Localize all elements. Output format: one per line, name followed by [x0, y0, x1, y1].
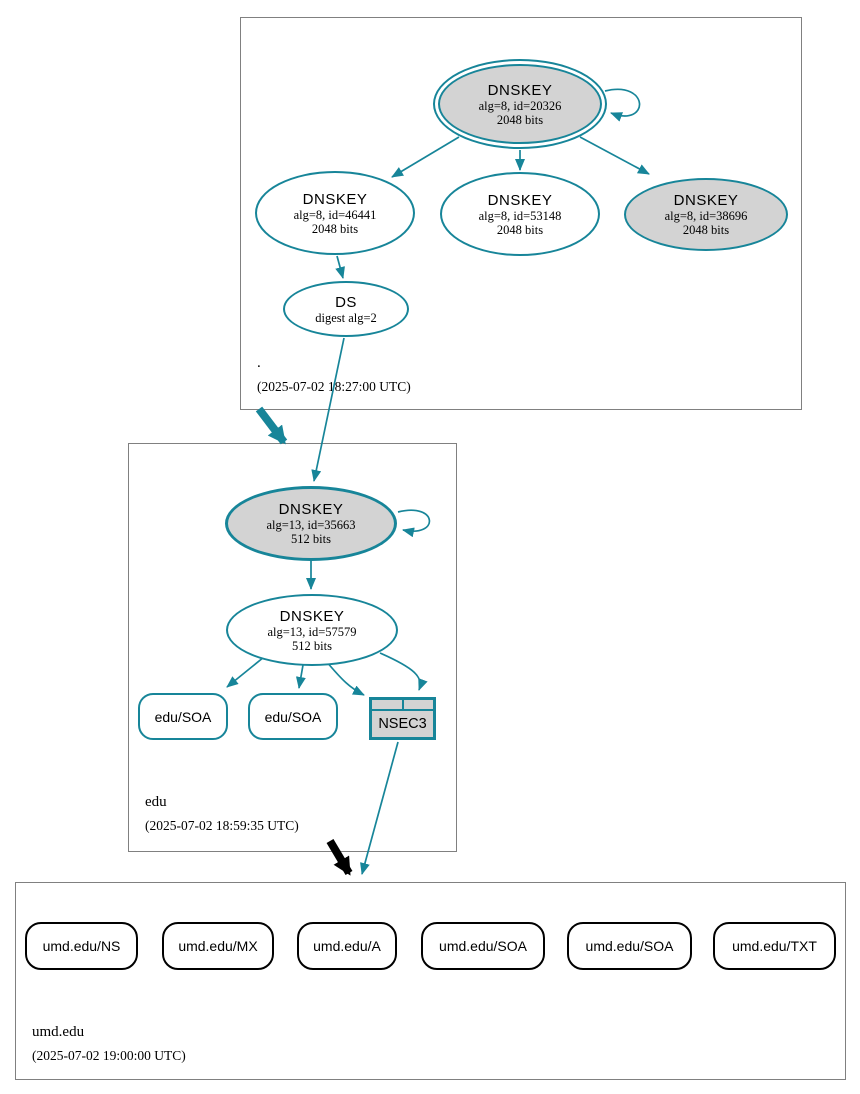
- ds-detail: digest alg=2: [315, 310, 377, 325]
- rrset-label: umd.edu/A: [313, 938, 381, 954]
- zone-meta-edu: edu (2025-07-02 18:59:35 UTC): [145, 794, 299, 834]
- nsec3-rrsig-cell-left: [372, 700, 402, 709]
- node-root-zsk-53148[interactable]: DNSKEY alg=8, id=53148 2048 bits: [440, 172, 600, 256]
- zone-name-umd: umd.edu: [32, 1024, 85, 1040]
- node-umd-mx[interactable]: umd.edu/MX: [162, 922, 274, 970]
- rrset-label: umd.edu/SOA: [439, 938, 527, 954]
- node-edu-nsec3[interactable]: NSEC3: [369, 697, 436, 740]
- dnskey-detail: alg=8, id=53148: [478, 208, 562, 223]
- node-root-zsk-38696[interactable]: DNSKEY alg=8, id=38696 2048 bits: [624, 178, 788, 251]
- edge-edu-zsk-to-soa2: [295, 664, 306, 689]
- dnskey-detail: alg=13, id=35663: [266, 518, 356, 532]
- node-edu-soa-2[interactable]: edu/SOA: [248, 693, 338, 740]
- node-root-ksk-body: DNSKEY alg=8, id=20326 2048 bits: [438, 64, 602, 144]
- node-umd-soa-1[interactable]: umd.edu/SOA: [421, 922, 545, 970]
- zone-timestamp-umd: (2025-07-02 19:00:00 UTC): [32, 1048, 186, 1063]
- edge-root-ksk-to-zsk38696: [579, 136, 650, 175]
- dnskey-detail: 2048 bits: [496, 112, 544, 127]
- nsec3-rrsig-cells: [372, 700, 433, 711]
- dnskey-detail: alg=8, id=38696: [664, 209, 748, 223]
- edge-edu-zsk-to-nsec3-right: [379, 652, 428, 691]
- dnskey-title: DNSKEY: [279, 607, 345, 625]
- rrset-label: umd.edu/SOA: [585, 938, 674, 954]
- dnskey-detail: alg=8, id=46441: [293, 207, 377, 222]
- node-root-zsk-46441[interactable]: DNSKEY alg=8, id=46441 2048 bits: [255, 171, 415, 255]
- rrset-label: umd.edu/MX: [178, 938, 258, 954]
- node-edu-soa-1[interactable]: edu/SOA: [138, 693, 228, 740]
- rrset-label: umd.edu/NS: [42, 938, 121, 954]
- edge-edu-ksk-selfloop: [397, 509, 431, 538]
- rrset-label: edu/SOA: [264, 708, 322, 725]
- edge-zsk46441-to-ds: [335, 255, 345, 279]
- zone-box-root: [240, 17, 802, 410]
- node-edu-ksk-35663[interactable]: DNSKEY alg=13, id=35663 512 bits: [225, 486, 397, 561]
- dnskey-detail: 512 bits: [291, 532, 331, 546]
- edge-ds-to-edu-ksk: [311, 337, 345, 482]
- edge-edu-zsk-to-soa1: [226, 656, 265, 688]
- edge-root-delegation-to-edu: [255, 406, 288, 445]
- node-umd-ns[interactable]: umd.edu/NS: [25, 922, 138, 970]
- dnskey-detail: alg=13, id=57579: [267, 624, 357, 639]
- zone-box-umd-edu: [15, 882, 846, 1080]
- dnskey-detail: 2048 bits: [311, 221, 359, 236]
- dnskey-title: DNSKEY: [673, 192, 739, 209]
- dnskey-detail: 512 bits: [292, 638, 332, 653]
- rrset-label: umd.edu/TXT: [732, 938, 817, 954]
- dnskey-title: DNSKEY: [302, 190, 368, 208]
- dnskey-detail: 2048 bits: [682, 223, 730, 237]
- node-umd-soa-2[interactable]: umd.edu/SOA: [567, 922, 692, 970]
- edge-nsec3-to-umd: [360, 741, 399, 875]
- zone-name-edu: edu: [145, 794, 167, 810]
- rrset-label: edu/SOA: [154, 708, 212, 725]
- dnskey-title: DNSKEY: [278, 501, 344, 518]
- edge-edu-delegation-to-umd: [326, 838, 353, 876]
- dnskey-title: DNSKEY: [487, 81, 553, 99]
- edge-edu-zsk-to-nsec3-left: [325, 660, 365, 696]
- zone-meta-umd: umd.edu (2025-07-02 19:00:00 UTC): [32, 1024, 186, 1064]
- edge-root-ksk-to-zsk46441: [391, 136, 460, 178]
- node-root-ds[interactable]: DS digest alg=2: [283, 281, 409, 337]
- node-umd-txt[interactable]: umd.edu/TXT: [713, 922, 836, 970]
- nsec3-label: NSEC3: [378, 716, 427, 732]
- dnskey-detail: alg=8, id=20326: [478, 98, 562, 113]
- node-umd-a[interactable]: umd.edu/A: [297, 922, 397, 970]
- zone-timestamp-edu: (2025-07-02 18:59:35 UTC): [145, 818, 299, 833]
- node-edu-zsk-57579[interactable]: DNSKEY alg=13, id=57579 512 bits: [226, 594, 398, 666]
- edge-root-ksk-selfloop: [604, 88, 641, 122]
- node-root-ksk-20326[interactable]: DNSKEY alg=8, id=20326 2048 bits: [433, 59, 607, 149]
- dnskey-detail: 2048 bits: [496, 222, 544, 237]
- dnskey-title: DNSKEY: [487, 191, 553, 209]
- ds-title: DS: [335, 293, 357, 311]
- zone-name-root: .: [257, 355, 261, 371]
- nsec3-rrsig-cell-right: [401, 700, 434, 709]
- zone-box-edu: [128, 443, 457, 852]
